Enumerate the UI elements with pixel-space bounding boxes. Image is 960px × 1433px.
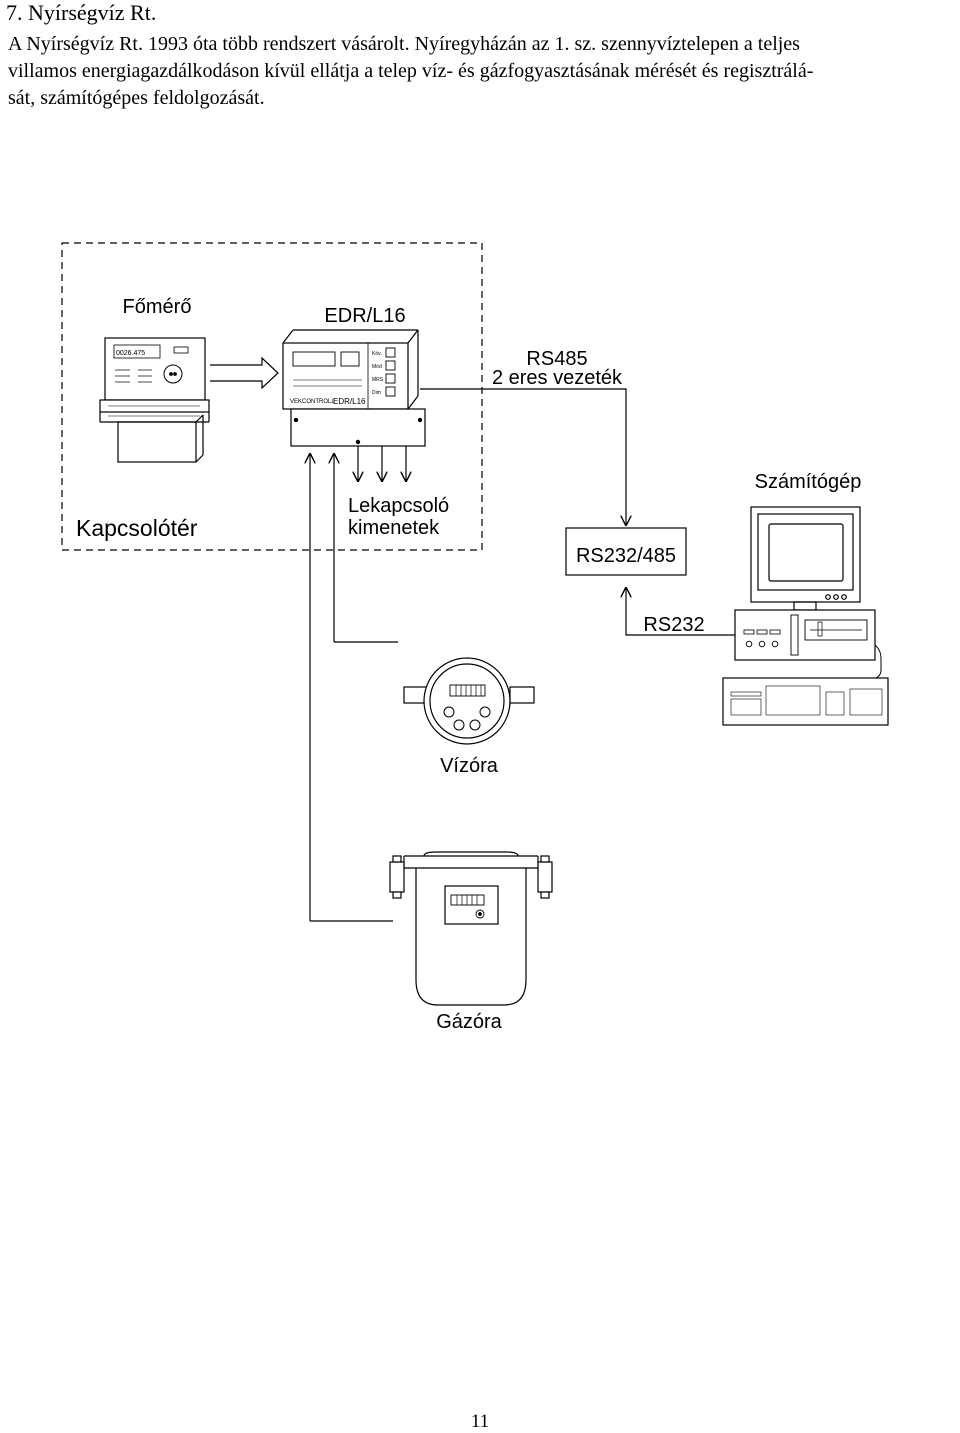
edr-brand: VEKCONTROLL	[290, 399, 335, 405]
label-rs485-wire: 2 eres vezeték	[492, 367, 623, 389]
edr-button-1: Köv.	[372, 351, 382, 357]
edr-model-label: EDR/L16	[333, 397, 366, 406]
main-meter: 0026.475	[99, 337, 210, 463]
meter-display: 0026.475	[116, 350, 145, 357]
edr-button-4: Dim	[372, 390, 381, 396]
label-lekapcsolo: Lekapcsoló	[348, 495, 449, 517]
paragraph-line-2: villamos energiagazdálkodáson kívül ellá…	[8, 60, 814, 82]
label-kimenetek: kimenetek	[348, 517, 440, 539]
label-kapcsoloter: Kapcsolótér	[76, 515, 198, 541]
label-vizora: Vízóra	[440, 755, 499, 777]
edr-device: VEKCONTROLL EDR/L16 Köv. Mód MRS Dim	[282, 329, 426, 447]
switchroom-boundary	[61, 242, 483, 551]
label-edr: EDR/L16	[324, 305, 405, 327]
page-heading: 7. Nyírségvíz Rt.	[6, 0, 157, 25]
rs232-485-converter	[565, 527, 687, 576]
rs232-line	[626, 588, 735, 636]
paragraph-line-1: A Nyírségvíz Rt. 1993 óta több rendszert…	[8, 33, 800, 55]
water-meter-icon	[403, 657, 535, 745]
rs232-label: RS232	[643, 614, 704, 636]
converter-label: RS232/485	[576, 545, 676, 567]
meter-to-edr-arrow	[210, 356, 279, 390]
label-szamitogep: Számítógép	[755, 471, 862, 493]
intro-paragraph: A Nyírségvíz Rt. 1993 óta több rendszert…	[8, 31, 956, 112]
gas-meter-icon	[389, 851, 553, 1006]
system-diagram: Főmérő EDR/L16 RS485 2 eres vezeték Szám…	[61, 242, 889, 1033]
paragraph-line-3: sát, számítógépes feldolgozását.	[8, 87, 265, 109]
label-fomero: Főmérő	[123, 296, 192, 318]
computer-icon	[722, 506, 889, 726]
page-number: 11	[470, 1411, 490, 1432]
edr-button-3: MRS	[372, 377, 384, 383]
edr-button-2: Mód	[372, 364, 382, 370]
label-rs485: RS485	[526, 348, 587, 370]
rs485-line	[420, 388, 626, 525]
label-gazora: Gázóra	[436, 1011, 502, 1033]
